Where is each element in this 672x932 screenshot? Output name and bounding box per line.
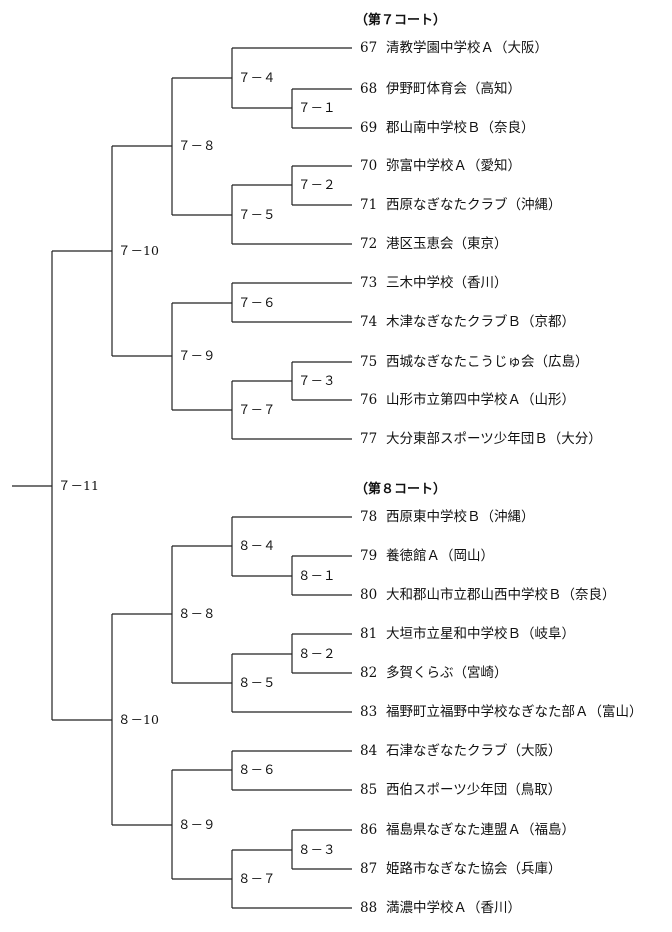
team-name: 満濃中学校Ａ（香川） (386, 900, 521, 916)
team-number: 87 (360, 861, 378, 877)
team-entry: 78 西原東中学校Ｂ（沖縄） (360, 509, 535, 525)
team-entry: 81 大垣市立星和中学校Ｂ（岐阜） (360, 626, 575, 642)
match-label-8-8: ８－８ (178, 606, 216, 621)
team-number: 72 (360, 236, 378, 252)
match-label-8-1: ８－１ (298, 568, 336, 583)
team-name: 山形市立第四中学校Ａ（山形） (386, 392, 575, 408)
team-number: 74 (360, 314, 378, 330)
team-number: 67 (360, 40, 378, 56)
match-label-8-2: ８－２ (298, 646, 336, 661)
team-number: 80 (360, 587, 378, 603)
team-number: 88 (360, 900, 378, 916)
team-entry: 83 福野町立福野中学校なぎなた部Ａ（富山） (360, 704, 643, 720)
match-label-7-10: ７－10 (118, 243, 159, 258)
team-number: 71 (360, 197, 378, 213)
match-label-8-10: ８－10 (118, 712, 159, 727)
match-label-8-3: ８－３ (298, 842, 336, 857)
team-entry: 87 姫路市なぎなた協会（兵庫） (360, 861, 562, 877)
match-label-8-6: ８－６ (238, 762, 276, 777)
match-label-8-4: ８－４ (238, 538, 276, 553)
court-8-heading: （第８コート） (355, 482, 447, 497)
team-name: 伊野町体育会（高知） (386, 81, 521, 97)
team-name: 西伯スポーツ少年団（鳥取） (386, 782, 562, 798)
team-number: 84 (360, 743, 378, 759)
team-name: 姫路市なぎなた協会（兵庫） (386, 861, 562, 877)
team-name: 養徳館Ａ（岡山） (386, 548, 494, 564)
match-label-7-1: ７－１ (298, 100, 336, 115)
team-entry: 72 港区玉恵会（東京） (360, 236, 508, 252)
team-number: 70 (360, 158, 378, 174)
team-entry: 73 三木中学校（香川） (360, 275, 508, 291)
team-entry: 67 清教学園中学校Ａ（大阪） (360, 40, 548, 56)
team-number: 73 (360, 275, 378, 291)
team-number: 81 (360, 626, 378, 642)
match-label-7-11: ７－11 (58, 478, 99, 493)
match-label-7-8: ７－８ (178, 138, 216, 153)
team-number: 77 (360, 431, 378, 447)
team-name: 三木中学校（香川） (386, 275, 508, 291)
team-name: 福野町立福野中学校なぎなた部Ａ（富山） (386, 704, 643, 720)
team-entry: 70 弥富中学校Ａ（愛知） (360, 158, 521, 174)
team-entry: 74 木津なぎなたクラブＢ（京都） (360, 314, 575, 330)
team-entry: 80 大和郡山市立郡山西中学校Ｂ（奈良） (360, 587, 616, 603)
team-number: 76 (360, 392, 378, 408)
team-number: 86 (360, 822, 378, 838)
team-entry: 68 伊野町体育会（高知） (360, 81, 521, 97)
match-label-7-3: ７－３ (298, 373, 336, 388)
match-label-8-9: ８－９ (178, 817, 216, 832)
team-number: 78 (360, 509, 378, 525)
team-name: 清教学園中学校Ａ（大阪） (386, 40, 548, 56)
team-name: 大分東部スポーツ少年団Ｂ（大分） (386, 431, 602, 447)
team-entry: 71 西原なぎなたクラブ（沖縄） (360, 197, 562, 213)
team-name: 西城なぎなたこうじゅ会（広島） (386, 354, 589, 370)
team-number: 85 (360, 782, 378, 798)
team-entry: 88 満濃中学校Ａ（香川） (360, 900, 521, 916)
team-entry: 82 多賀くらぶ（宮崎） (360, 665, 508, 681)
team-number: 69 (360, 120, 378, 136)
team-entry: 85 西伯スポーツ少年団（鳥取） (360, 782, 561, 798)
team-entry: 69 郡山南中学校Ｂ（奈良） (360, 120, 535, 136)
team-entry: 77 大分東部スポーツ少年団Ｂ（大分） (360, 431, 602, 447)
team-name: 大和郡山市立郡山西中学校Ｂ（奈良） (386, 587, 616, 603)
team-name: 福島県なぎなた連盟Ａ（福島） (386, 822, 575, 838)
team-number: 68 (360, 81, 378, 97)
match-label-7-2: ７－２ (298, 177, 336, 192)
team-entry: 76 山形市立第四中学校Ａ（山形） (360, 392, 575, 408)
match-label-8-5: ８－５ (238, 675, 276, 690)
team-name: 石津なぎなたクラブ（大阪） (386, 743, 562, 759)
team-number: 82 (360, 665, 378, 681)
team-entry: 79 養徳館Ａ（岡山） (360, 548, 494, 564)
team-entry: 86 福島県なぎなた連盟Ａ（福島） (360, 822, 575, 838)
team-name: 港区玉恵会（東京） (386, 236, 508, 252)
team-number: 75 (360, 354, 378, 370)
match-label-7-9: ７－９ (178, 348, 216, 363)
team-entry: 84 石津なぎなたクラブ（大阪） (360, 743, 562, 759)
team-name: 木津なぎなたクラブＢ（京都） (386, 314, 575, 330)
match-label-7-6: ７－６ (238, 295, 276, 310)
team-name: 郡山南中学校Ｂ（奈良） (386, 120, 535, 136)
team-name: 多賀くらぶ（宮崎） (386, 665, 508, 681)
team-entry: 75 西城なぎなたこうじゅ会（広島） (360, 354, 589, 370)
team-name: 西原なぎなたクラブ（沖縄） (386, 197, 562, 213)
team-name: 大垣市立星和中学校Ｂ（岐阜） (386, 626, 575, 642)
team-number: 79 (360, 548, 378, 564)
team-name: 弥富中学校Ａ（愛知） (386, 158, 521, 174)
match-label-7-7: ７－７ (238, 402, 276, 417)
court-7-heading: （第７コート） (355, 13, 447, 28)
match-label-7-4: ７－４ (238, 70, 276, 85)
match-label-7-5: ７－５ (238, 207, 276, 222)
match-label-8-7: ８－７ (238, 871, 276, 886)
team-number: 83 (360, 704, 378, 720)
team-name: 西原東中学校Ｂ（沖縄） (386, 509, 535, 525)
